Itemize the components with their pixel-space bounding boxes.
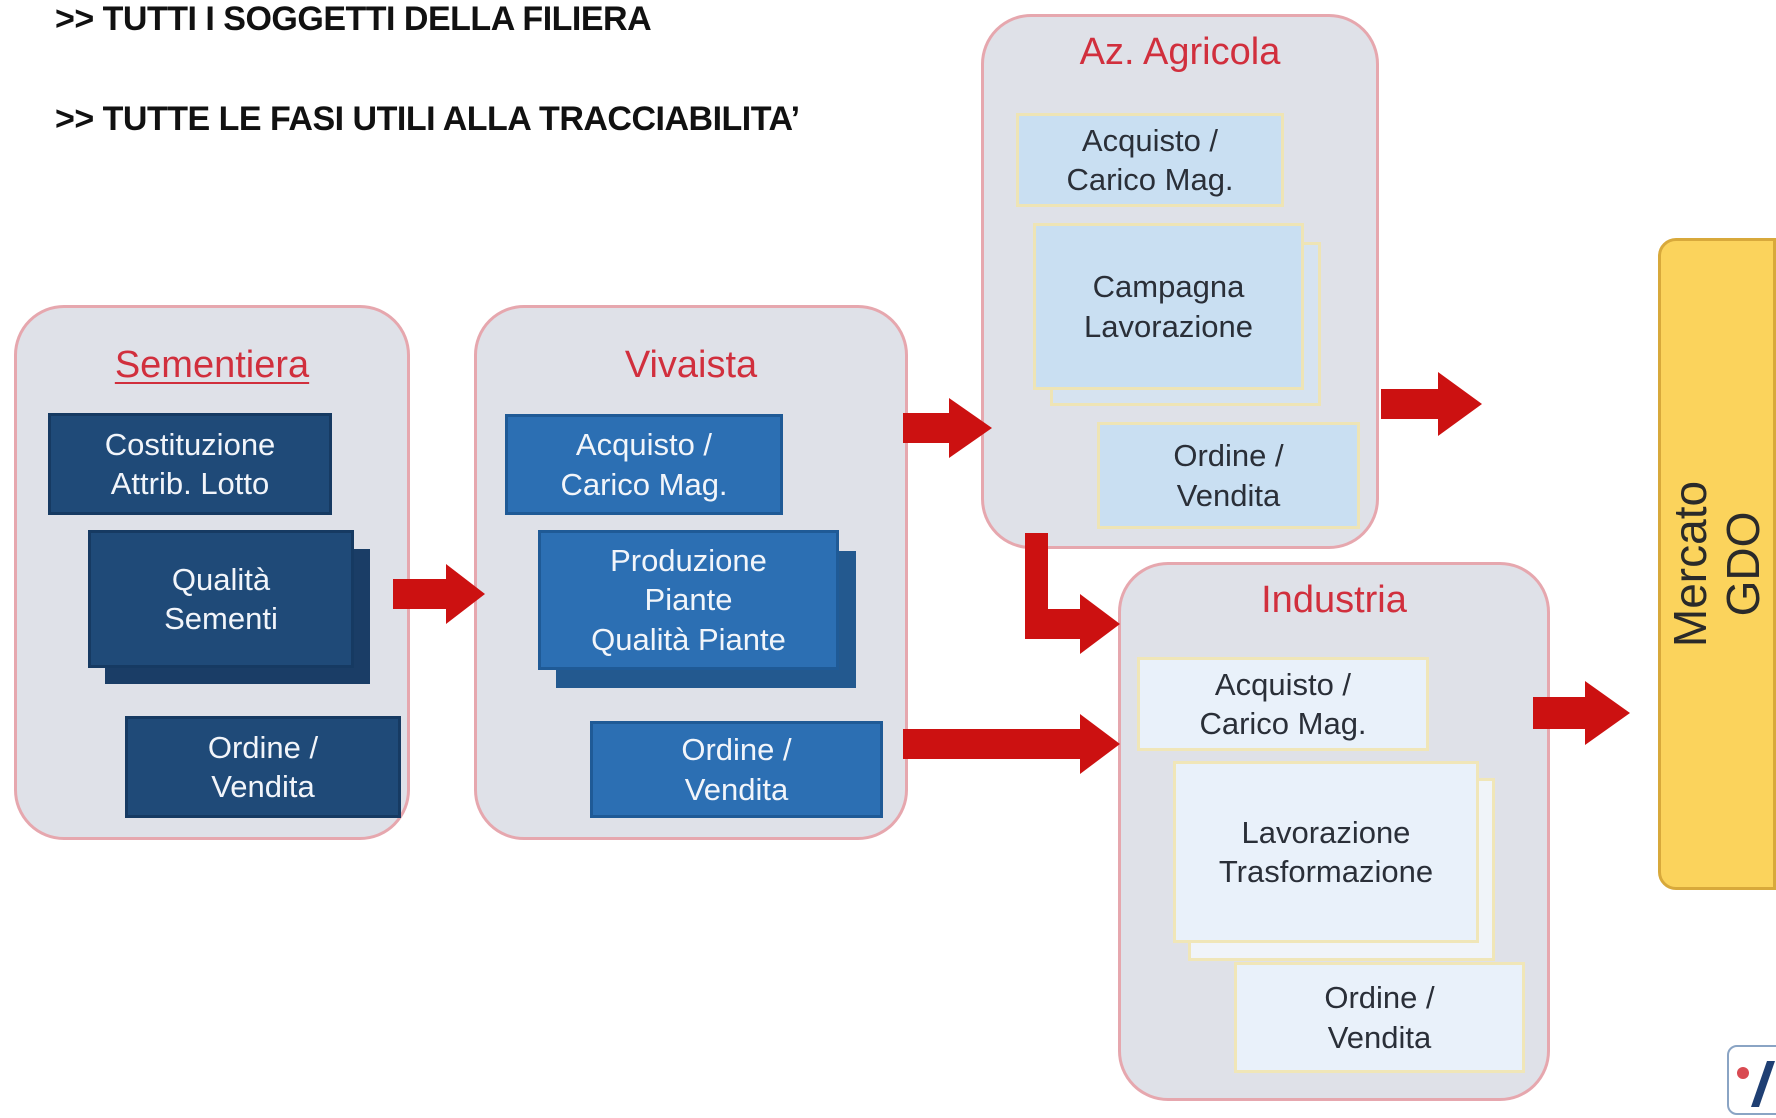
market-gdo: Mercato GDO bbox=[1658, 238, 1776, 890]
panel-az-agricola: Az. Agricola Acquisto / Carico Mag. Camp… bbox=[981, 14, 1379, 549]
arrow-vivaista-to-agricola bbox=[903, 398, 992, 458]
step-campagna-lavorazione: Campagna Lavorazione bbox=[1033, 223, 1304, 390]
panel-title-industria: Industria bbox=[1261, 579, 1407, 621]
panel-title-vivaista: Vivaista bbox=[624, 344, 758, 386]
step-ordine-vendita-agricola: Ordine / Vendita bbox=[1097, 422, 1360, 529]
step-ordine-vendita-sementiera: Ordine / Vendita bbox=[125, 716, 401, 818]
step-ordine-vendita-industria: Ordine / Vendita bbox=[1234, 962, 1525, 1073]
step-acquisto-vivaista: Acquisto / Carico Mag. bbox=[505, 414, 783, 515]
step-acquisto-industria: Acquisto / Carico Mag. bbox=[1137, 657, 1429, 751]
step-acquisto-agricola: Acquisto / Carico Mag. bbox=[1016, 113, 1284, 207]
step-ordine-vendita-vivaista: Ordine / Vendita bbox=[590, 721, 883, 818]
step-costituzione: Costituzione Attrib. Lotto bbox=[48, 413, 332, 515]
panel-sementiera: Sementiera Costituzione Attrib. Lotto Qu… bbox=[14, 305, 410, 840]
heading-fasi: >> TUTTE LE FASI UTILI ALLA TRACCIABILIT… bbox=[55, 100, 800, 138]
step-lavorazione-trasformazione: Lavorazione Trasformazione bbox=[1173, 761, 1479, 943]
step-qualita-sementi: Qualità Sementi bbox=[88, 530, 354, 668]
panel-industria: Industria Acquisto / Carico Mag. Lavoraz… bbox=[1118, 562, 1550, 1101]
heading-soggetti: >> TUTTI I SOGGETTI DELLA FILIERA bbox=[55, 0, 652, 38]
panel-title-sementiera: Sementiera bbox=[114, 344, 310, 386]
arrow-sementiera-to-vivaista bbox=[393, 564, 485, 624]
company-logo-icon bbox=[1727, 1045, 1776, 1115]
panel-title-az-agricola: Az. Agricola bbox=[1079, 31, 1281, 73]
arrow-industria-to-market bbox=[1533, 681, 1630, 745]
arrow-agricola-to-industria bbox=[1025, 533, 1120, 654]
arrow-agricola-out bbox=[1381, 372, 1482, 436]
step-produzione-piante: Produzione Piante Qualità Piante bbox=[538, 530, 839, 670]
panel-vivaista: Vivaista Acquisto / Carico Mag. Produzio… bbox=[474, 305, 908, 840]
arrow-vivaista-to-industria bbox=[903, 714, 1120, 774]
